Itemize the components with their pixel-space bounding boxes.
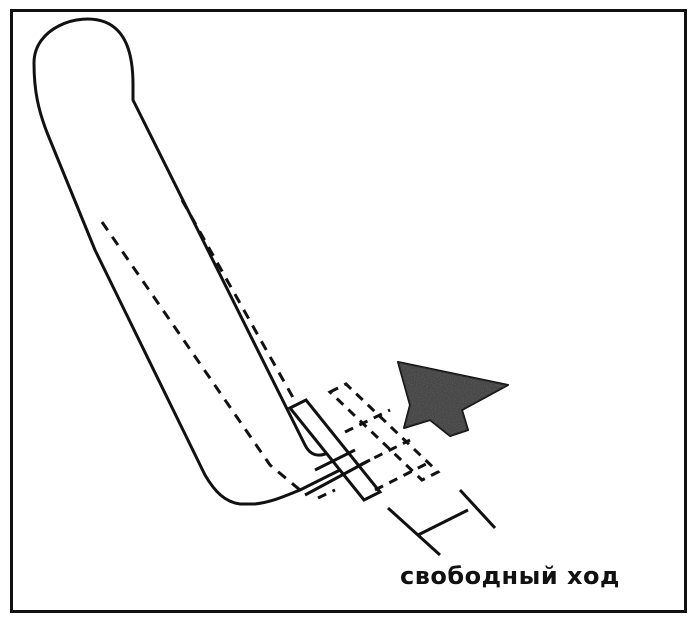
pedal-lever-solid: [287, 398, 383, 502]
free-play-caption: свободный ход: [400, 562, 620, 590]
push-arrow-icon: [397, 361, 509, 437]
pedal-dashed-right-edge: [180, 199, 302, 411]
diagram-frame: [10, 9, 687, 613]
push-rod: [386, 488, 497, 557]
pedal-outline: [32, 17, 342, 506]
pedal-dashed-left-edge: [100, 221, 301, 492]
pedal-lever-dashed: [317, 382, 441, 500]
